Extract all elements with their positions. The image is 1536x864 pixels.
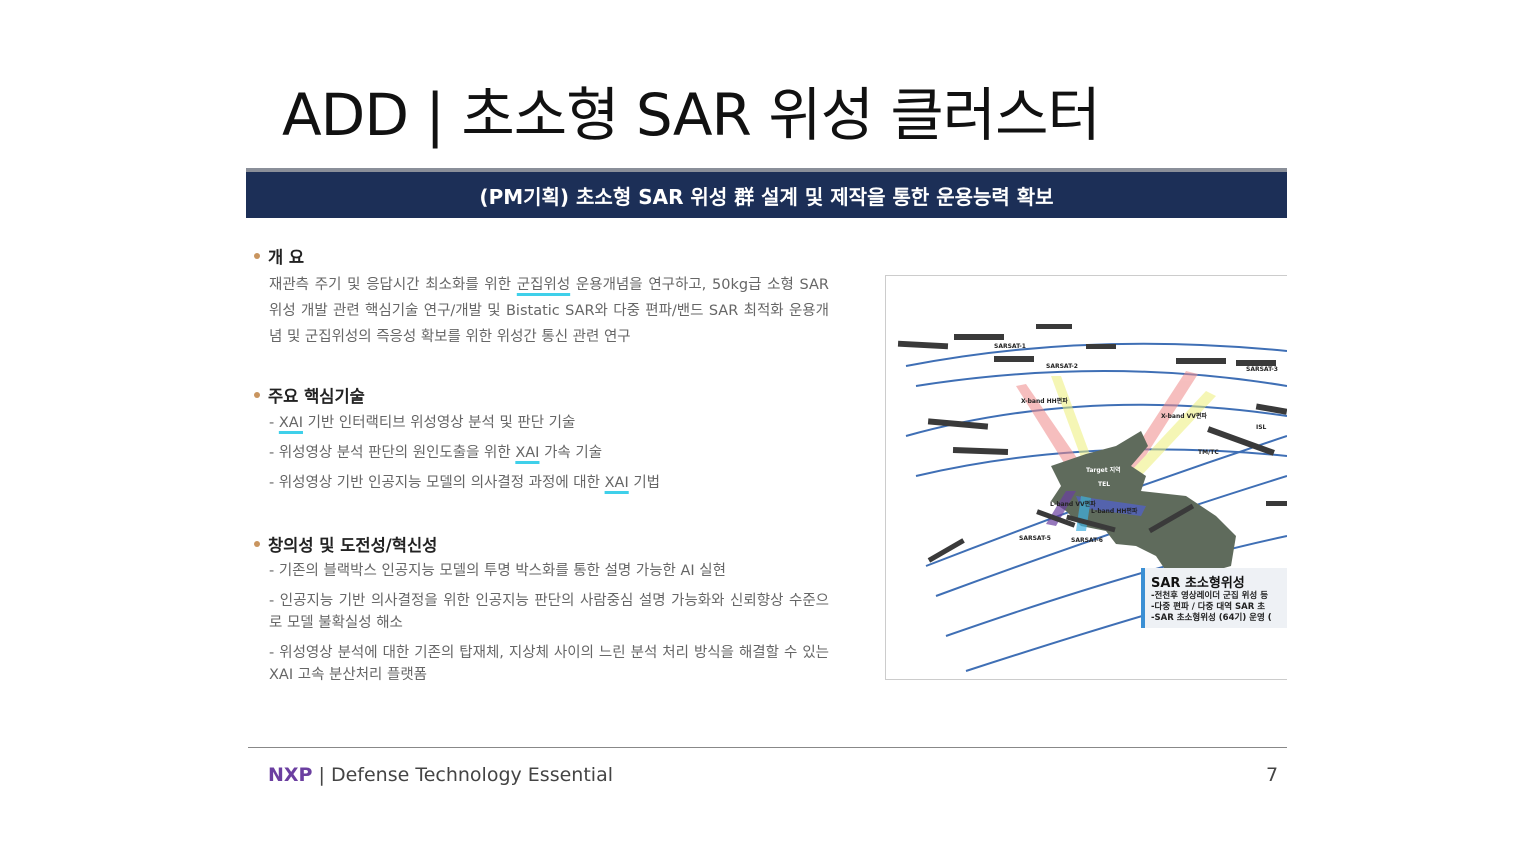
- footer: NXP | Defense Technology Essential: [268, 764, 613, 786]
- banner: (PM기획) 초소형 SAR 위성 群 설계 및 제작을 통한 운용능력 확보: [246, 172, 1287, 218]
- label-sarsat3: SARSAT-3: [1246, 366, 1278, 373]
- bullet-icon: [254, 541, 260, 547]
- diagram-graphic: SARSAT-1 SARSAT-2 SARSAT-3 X-band HH편파 X…: [897, 324, 1287, 672]
- core-tech-section: 주요 핵심기술 - XAI 기반 인터랙티브 위성영상 분석 및 판단 기술 -…: [254, 383, 829, 494]
- list-item: - 기존의 블랙박스 인공지능 모델의 투명 박스화를 통한 설명 가능한 AI…: [269, 563, 726, 579]
- list-item: - 위성영상 기반 인공지능 모델의 의사결정 과정에 대한 XAI 기법: [269, 475, 661, 491]
- label-target: Target 지역: [1086, 466, 1121, 474]
- list-item: - XAI 기반 인터랙티브 위성영상 분석 및 판단 기술: [269, 415, 576, 431]
- page-number: 7: [1266, 764, 1279, 786]
- list-item: - 인공지능 기반 의사결정을 위한 인공지능 판단의 사람중심 설명 가능화와…: [269, 593, 829, 631]
- legend-line: -전천후 영상레이더 군집 위성 등: [1151, 591, 1269, 601]
- banner-text: (PM기획) 초소형 SAR 위성 群 설계 및 제작을 통한 운용능력 확보: [479, 184, 1054, 209]
- overview-section: 개 요 재관측 주기 및 응답시간 최소화를 위한 군집위성 운용개념을 연구하…: [254, 244, 829, 350]
- label-lband-vv: L-band VV편파: [1050, 500, 1096, 508]
- overview-text: 재관측 주기 및 응답시간 최소화를 위한 군집위성 운용개념을 연구하고, 5…: [269, 277, 829, 345]
- satellites: [897, 324, 1287, 563]
- section-heading: 주요 핵심기술: [268, 387, 365, 406]
- sar-constellation-diagram: SARSAT-1 SARSAT-2 SARSAT-3 X-band HH편파 X…: [885, 275, 1287, 680]
- label-sarsat2: SARSAT-2: [1046, 363, 1078, 370]
- label-tmtc: TM/TC: [1198, 449, 1219, 456]
- label-sarsat1: SARSAT-1: [994, 343, 1026, 350]
- divider: [246, 168, 1287, 172]
- list-item: - 위성영상 분석에 대한 기존의 탑재체, 지상체 사이의 느린 분석 처리 …: [269, 645, 829, 683]
- bullet-icon: [254, 392, 260, 398]
- list-item: - 위성영상 분석 판단의 원인도출을 위한 XAI 가속 기술: [269, 445, 603, 461]
- innovation-section: 창의성 및 도전성/혁신성 - 기존의 블랙박스 인공지능 모델의 투명 박스화…: [254, 532, 829, 686]
- section-heading: 개 요: [268, 248, 305, 267]
- slide-title: ADD | 초소형 SAR 위성 클러스터: [282, 81, 1101, 149]
- footer-text: Defense Technology Essential: [330, 764, 613, 786]
- label-xband-vv: X-band VV편파: [1161, 412, 1207, 420]
- legend-line: -다중 편파 / 다중 대역 SAR 초: [1151, 602, 1266, 612]
- footer-divider: [248, 747, 1287, 748]
- legend-box: SAR 초소형위성 -전천후 영상레이더 군집 위성 등 -다중 편파 / 다중…: [1141, 568, 1287, 628]
- legend-line: -SAR 초소형위성 (64기) 운영 (: [1151, 613, 1272, 623]
- section-heading: 창의성 및 도전성/혁신성: [268, 536, 438, 555]
- brand-name: NXP: [268, 764, 313, 786]
- legend-title: SAR 초소형위성: [1151, 576, 1245, 591]
- label-xband-hh: X-band HH편파: [1021, 397, 1068, 405]
- label-lband-hh: L-band HH편파: [1091, 507, 1138, 515]
- label-tel: TEL: [1098, 481, 1110, 488]
- label-sarsat5: SARSAT-5: [1019, 535, 1051, 542]
- label-isl: ISL: [1256, 424, 1267, 431]
- peninsula-map: [1051, 431, 1236, 576]
- label-sarsat6: SARSAT-6: [1071, 537, 1103, 544]
- bullet-icon: [254, 253, 260, 259]
